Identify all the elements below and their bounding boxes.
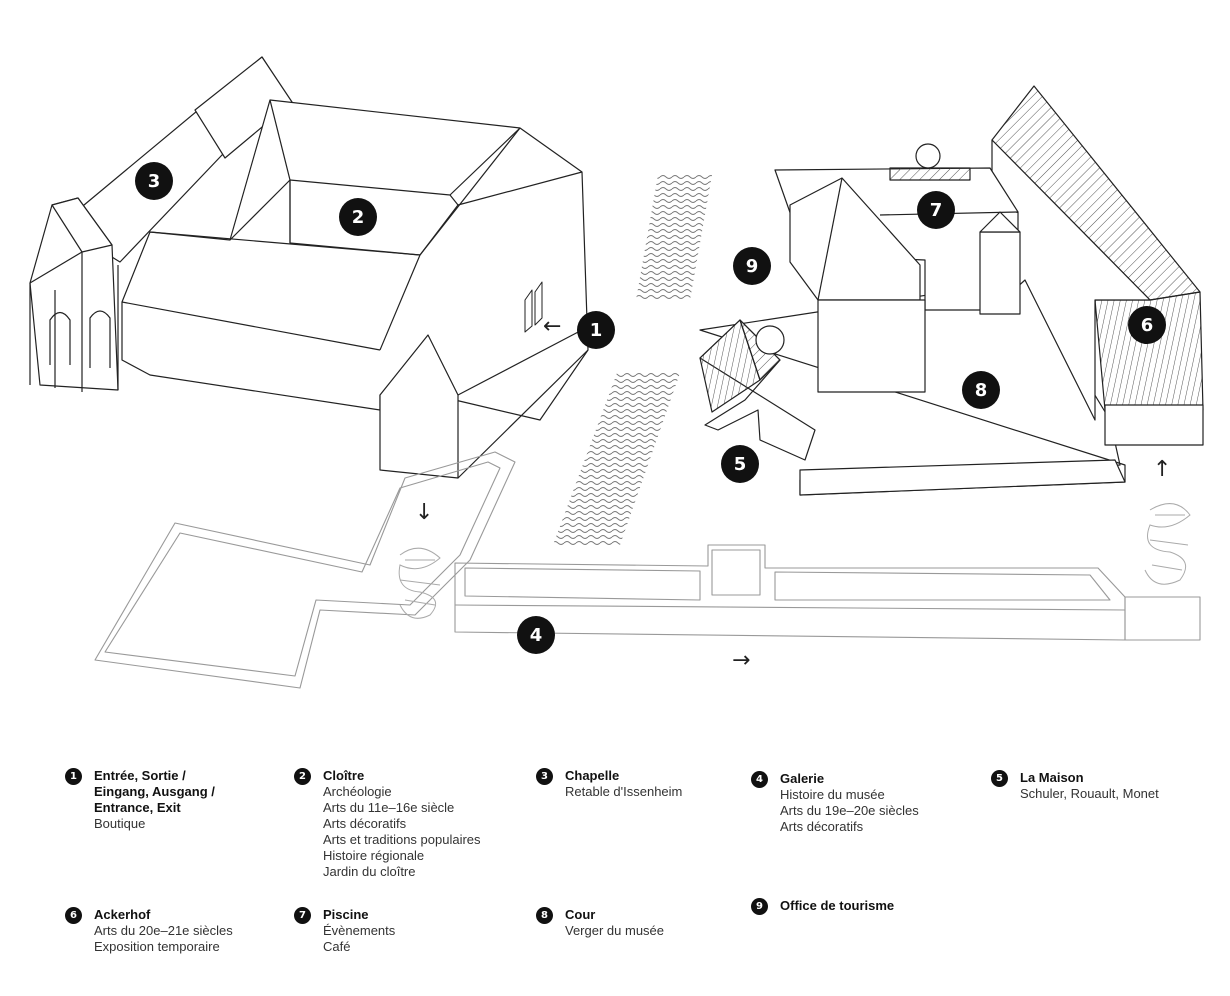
legend-line: Arts du 20e–21e siècles <box>94 923 233 938</box>
legend-number-2: 2 <box>294 768 311 785</box>
legend-item-6: 6 Ackerhof Arts du 20e–21e siècles Expos… <box>65 907 233 955</box>
arrow-down-icon: ↓ <box>415 500 434 525</box>
legend-title: Cour <box>565 907 596 922</box>
marker-8[interactable]: 8 <box>962 371 1000 409</box>
gallery-outline <box>94 451 1201 689</box>
legend-title: Cloître <box>323 768 365 783</box>
water-patterns <box>553 175 712 545</box>
legend-line: Café <box>323 939 351 954</box>
legend-line: Arts du 11e–16e siècle <box>323 800 455 815</box>
legend-line: Retable d'Issenheim <box>565 784 683 799</box>
cloister-building <box>29 56 589 479</box>
arrow-right-icon: → <box>732 648 751 673</box>
museum-map: 1 2 3 4 5 6 7 8 9 ← ↓ → ↑ <box>29 56 1204 689</box>
legend-number-5: 5 <box>991 770 1008 787</box>
legend-line: Histoire régionale <box>323 848 425 863</box>
legend-item-2: 2 Cloître Archéologie Arts du 11e–16e si… <box>294 768 481 880</box>
right-buildings <box>699 85 1204 496</box>
legend-title: Ackerhof <box>94 907 151 922</box>
legend-item-7: 7 Piscine Évènements Café <box>294 907 395 955</box>
legend-title: Chapelle <box>565 768 620 783</box>
marker-7[interactable]: 7 <box>917 191 955 229</box>
marker-3[interactable]: 3 <box>135 162 173 200</box>
legend-item-3: 3 Chapelle Retable d'Issenheim <box>536 768 682 800</box>
legend-number-8: 8 <box>536 907 553 924</box>
legend-item-9: 9 Office de tourisme <box>751 898 894 915</box>
legend-line: Arts du 19e–20e siècles <box>780 803 919 818</box>
museum-map-drawing <box>29 56 1204 689</box>
legend-title: Galerie <box>780 771 825 786</box>
legend-line: Arts décoratifs <box>323 816 407 831</box>
legend-item-5: 5 La Maison Schuler, Rouault, Monet <box>991 770 1159 802</box>
marker-6[interactable]: 6 <box>1128 306 1166 344</box>
legend-line: Exposition temporaire <box>94 939 220 954</box>
marker-1[interactable]: 1 <box>577 311 615 349</box>
legend-title: La Maison <box>1020 770 1084 785</box>
legend-title: Entrée, Sortie / Eingang, Ausgang / Entr… <box>94 768 215 815</box>
legend-number-6: 6 <box>65 907 82 924</box>
legend-number-7: 7 <box>294 907 311 924</box>
arrow-up-icon: ↑ <box>1153 457 1172 482</box>
legend-line: Histoire du musée <box>780 787 885 802</box>
spiral-stairs-right <box>1144 503 1191 585</box>
legend-line: Verger du musée <box>565 923 665 938</box>
legend-item-1: 1 Entrée, Sortie / Eingang, Ausgang / En… <box>65 768 215 832</box>
legend-line: Jardin du cloître <box>323 864 416 879</box>
legend-number-1: 1 <box>65 768 82 785</box>
legend-item-4: 4 Galerie Histoire du musée Arts du 19e–… <box>751 771 919 835</box>
legend-item-8: 8 Cour Verger du musée <box>536 907 664 939</box>
legend-line: Schuler, Rouault, Monet <box>1020 786 1159 801</box>
legend-line: Évènements <box>323 923 396 938</box>
legend-title: Office de tourisme <box>780 898 895 913</box>
spiral-stairs-left <box>398 547 441 619</box>
legend-line: Arts décoratifs <box>780 819 864 834</box>
marker-5[interactable]: 5 <box>721 445 759 483</box>
legend-line: Archéologie <box>323 784 392 799</box>
marker-2[interactable]: 2 <box>339 198 377 236</box>
legend-title: Piscine <box>323 907 369 922</box>
legend-number-3: 3 <box>536 768 553 785</box>
legend-line: Boutique <box>94 816 146 831</box>
legend-number-4: 4 <box>751 771 768 788</box>
marker-4[interactable]: 4 <box>517 616 555 654</box>
legend-line: Arts et traditions populaires <box>323 832 481 847</box>
arrow-left-icon: ← <box>543 314 562 339</box>
legend-number-9: 9 <box>751 898 768 915</box>
marker-9[interactable]: 9 <box>733 247 771 285</box>
